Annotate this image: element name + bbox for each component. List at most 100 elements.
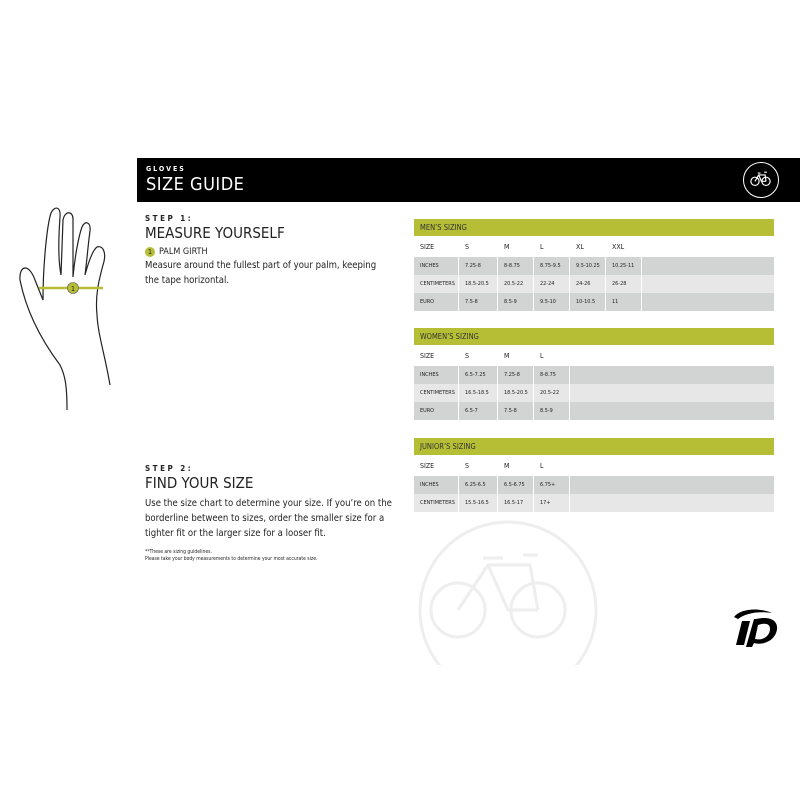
step-1-text: Measure around the fullest part of your … bbox=[145, 260, 377, 286]
table-cell: 6.5-6.75 bbox=[498, 476, 534, 494]
table-cell: CENTIMETERS bbox=[414, 384, 459, 402]
hand-marker: 1 bbox=[71, 285, 75, 293]
table-cell: 26-28 bbox=[606, 275, 642, 293]
table-cell: CENTIMETERS bbox=[414, 494, 459, 512]
table-cell: 9.5-10.25 bbox=[570, 257, 606, 275]
table-cell: 8.75-9.5 bbox=[534, 257, 570, 275]
table-cell: 17+ bbox=[534, 494, 570, 512]
table-cell: XXL bbox=[606, 236, 642, 257]
table-cell: 8.5-9 bbox=[534, 402, 570, 420]
table-cell: 20.5-22 bbox=[534, 384, 570, 402]
table-cell: INCHES bbox=[414, 366, 459, 384]
table-cell-empty bbox=[570, 402, 774, 420]
table-cell: L bbox=[534, 455, 570, 476]
table-cell: 6.25-6.5 bbox=[459, 476, 498, 494]
table-cell: 16.5-17 bbox=[498, 494, 534, 512]
table-cell: M bbox=[498, 455, 534, 476]
note-line-2: Please take your body measurements to de… bbox=[145, 555, 318, 562]
table-cell: EURO bbox=[414, 293, 459, 311]
table-cell: 15.5-16.5 bbox=[459, 494, 498, 512]
table-title: JUNIOR’S SIZING bbox=[414, 438, 774, 455]
brand-logo bbox=[734, 609, 778, 647]
table-cell: 7.5-8 bbox=[459, 293, 498, 311]
table-cell: 6.5-7 bbox=[459, 402, 498, 420]
watermark-bicycle-icon bbox=[418, 520, 598, 665]
step-2-title: FIND YOUR SIZE bbox=[145, 474, 254, 492]
step-1-kicker: STEP 1: bbox=[145, 214, 194, 223]
step-badge: 1 bbox=[145, 247, 155, 257]
table-cell: L bbox=[534, 236, 570, 257]
table-cell: 9.5-10 bbox=[534, 293, 570, 311]
step-2: STEP 2: FIND YOUR SIZE Use the size char… bbox=[145, 464, 395, 562]
table-cell: 18.5-20.5 bbox=[498, 384, 534, 402]
table-cell-empty bbox=[642, 257, 774, 275]
table-cell: S bbox=[459, 345, 498, 366]
table-title: WOMEN’S SIZING bbox=[414, 328, 774, 345]
step-2-kicker: STEP 2: bbox=[145, 464, 194, 473]
table-cell: S bbox=[459, 455, 498, 476]
table-cell: 16.5-18.5 bbox=[459, 384, 498, 402]
table-cell: 24-26 bbox=[570, 275, 606, 293]
table-cell: INCHES bbox=[414, 476, 459, 494]
table-cell: 7.5-8 bbox=[498, 402, 534, 420]
table-cell: XL bbox=[570, 236, 606, 257]
table-cell-empty bbox=[570, 494, 774, 512]
table-cell: CENTIMETERS bbox=[414, 275, 459, 293]
table-cell: SIZE bbox=[414, 236, 459, 257]
step-2-text: Use the size chart to determine your siz… bbox=[145, 498, 392, 539]
step-1-title: MEASURE YOURSELF bbox=[145, 224, 285, 242]
table-cell-empty bbox=[642, 275, 774, 293]
table-cell: INCHES bbox=[414, 257, 459, 275]
table-cell: 20.5-22 bbox=[498, 275, 534, 293]
table-cell-empty bbox=[570, 345, 774, 366]
palm-girth-label: PALM GIRTH bbox=[159, 247, 208, 257]
table-cell: 6.5-7.25 bbox=[459, 366, 498, 384]
table-cell-empty bbox=[642, 293, 774, 311]
table-cell: SIZE bbox=[414, 455, 459, 476]
table-cell: M bbox=[498, 236, 534, 257]
table-title: MEN’S SIZING bbox=[414, 219, 774, 236]
table-cell: 7.25-8 bbox=[459, 257, 498, 275]
step-1: STEP 1: MEASURE YOURSELF 1 PALM GIRTH Mea… bbox=[145, 214, 390, 288]
bicycle-icon bbox=[743, 162, 779, 198]
table-cell: 7.25-8 bbox=[498, 366, 534, 384]
table-cell-empty bbox=[570, 455, 774, 476]
table-cell: L bbox=[534, 345, 570, 366]
table-cell: 18.5-20.5 bbox=[459, 275, 498, 293]
table-cell: 6.75+ bbox=[534, 476, 570, 494]
table-cell: S bbox=[459, 236, 498, 257]
note-line-1: **These are sizing guidelines. bbox=[145, 549, 212, 555]
table-cell: 11 bbox=[606, 293, 642, 311]
table-cell: 10-10.5 bbox=[570, 293, 606, 311]
table-cell: 8-8.75 bbox=[498, 257, 534, 275]
hand-illustration: 1 bbox=[19, 207, 111, 410]
page-title: SIZE GUIDE bbox=[146, 174, 245, 195]
table-cell: EURO bbox=[414, 402, 459, 420]
header-kicker: GLOVES bbox=[146, 165, 186, 173]
table-cell: 8.5-9 bbox=[498, 293, 534, 311]
table-cell-empty bbox=[570, 476, 774, 494]
table-cell: 8-8.75 bbox=[534, 366, 570, 384]
table-cell-empty bbox=[570, 384, 774, 402]
table-cell: M bbox=[498, 345, 534, 366]
table-cell: 22-24 bbox=[534, 275, 570, 293]
table-cell-empty bbox=[642, 236, 774, 257]
table-cell: SIZE bbox=[414, 345, 459, 366]
header-bar: GLOVES SIZE GUIDE bbox=[137, 158, 800, 202]
table-cell-empty bbox=[570, 366, 774, 384]
table-cell: 10.25-11 bbox=[606, 257, 642, 275]
